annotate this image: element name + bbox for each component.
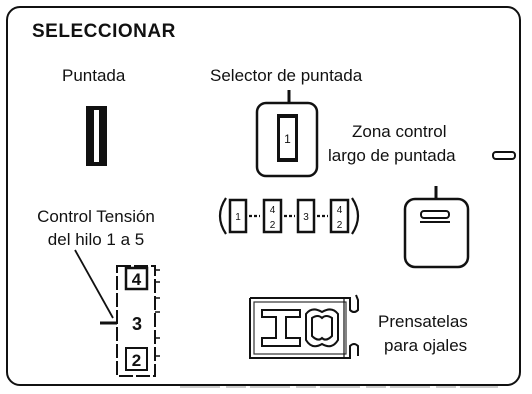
- selector-position-1: 1: [235, 212, 241, 223]
- foot-label-line2: para ojales: [384, 336, 468, 355]
- buttonhole-foot-icon: [249, 294, 359, 359]
- straight-stitch-icon: [86, 106, 107, 166]
- tension-number-2: 2: [132, 351, 141, 370]
- stitch-selector-window-icon: 1: [255, 90, 319, 178]
- selector-position-4-top: 4: [337, 205, 343, 216]
- selector-window-number: 1: [284, 132, 291, 146]
- stitch-selector-sequence-icon: [218, 197, 360, 235]
- selector-position-4-bottom: 2: [337, 220, 343, 231]
- selector-label: Selector de puntada: [210, 66, 363, 85]
- selector-position-2-bottom: 2: [270, 220, 276, 231]
- tension-dial-icon: [116, 265, 160, 377]
- panel-title: SELECCIONAR: [32, 21, 176, 42]
- stitch-length-dial-icon: [403, 186, 470, 269]
- tension-number-4: 4: [132, 270, 142, 289]
- tension-label-line2: del hilo 1 a 5: [47, 230, 145, 249]
- tension-number-3: 3: [132, 314, 142, 334]
- panel-frame: [6, 6, 521, 386]
- selector-position-2-top: 4: [270, 205, 276, 216]
- length-zone-symbol-icon: [492, 151, 516, 160]
- tension-label-line1: Control Tensión: [37, 207, 155, 226]
- selector-position-3: 3: [303, 212, 309, 223]
- length-zone-label-line2: largo de puntada: [328, 146, 456, 165]
- foot-label-line1: Prensatelas: [378, 312, 468, 331]
- length-zone-label-line1: Zona control: [352, 122, 447, 141]
- stitch-label: Puntada: [62, 66, 126, 85]
